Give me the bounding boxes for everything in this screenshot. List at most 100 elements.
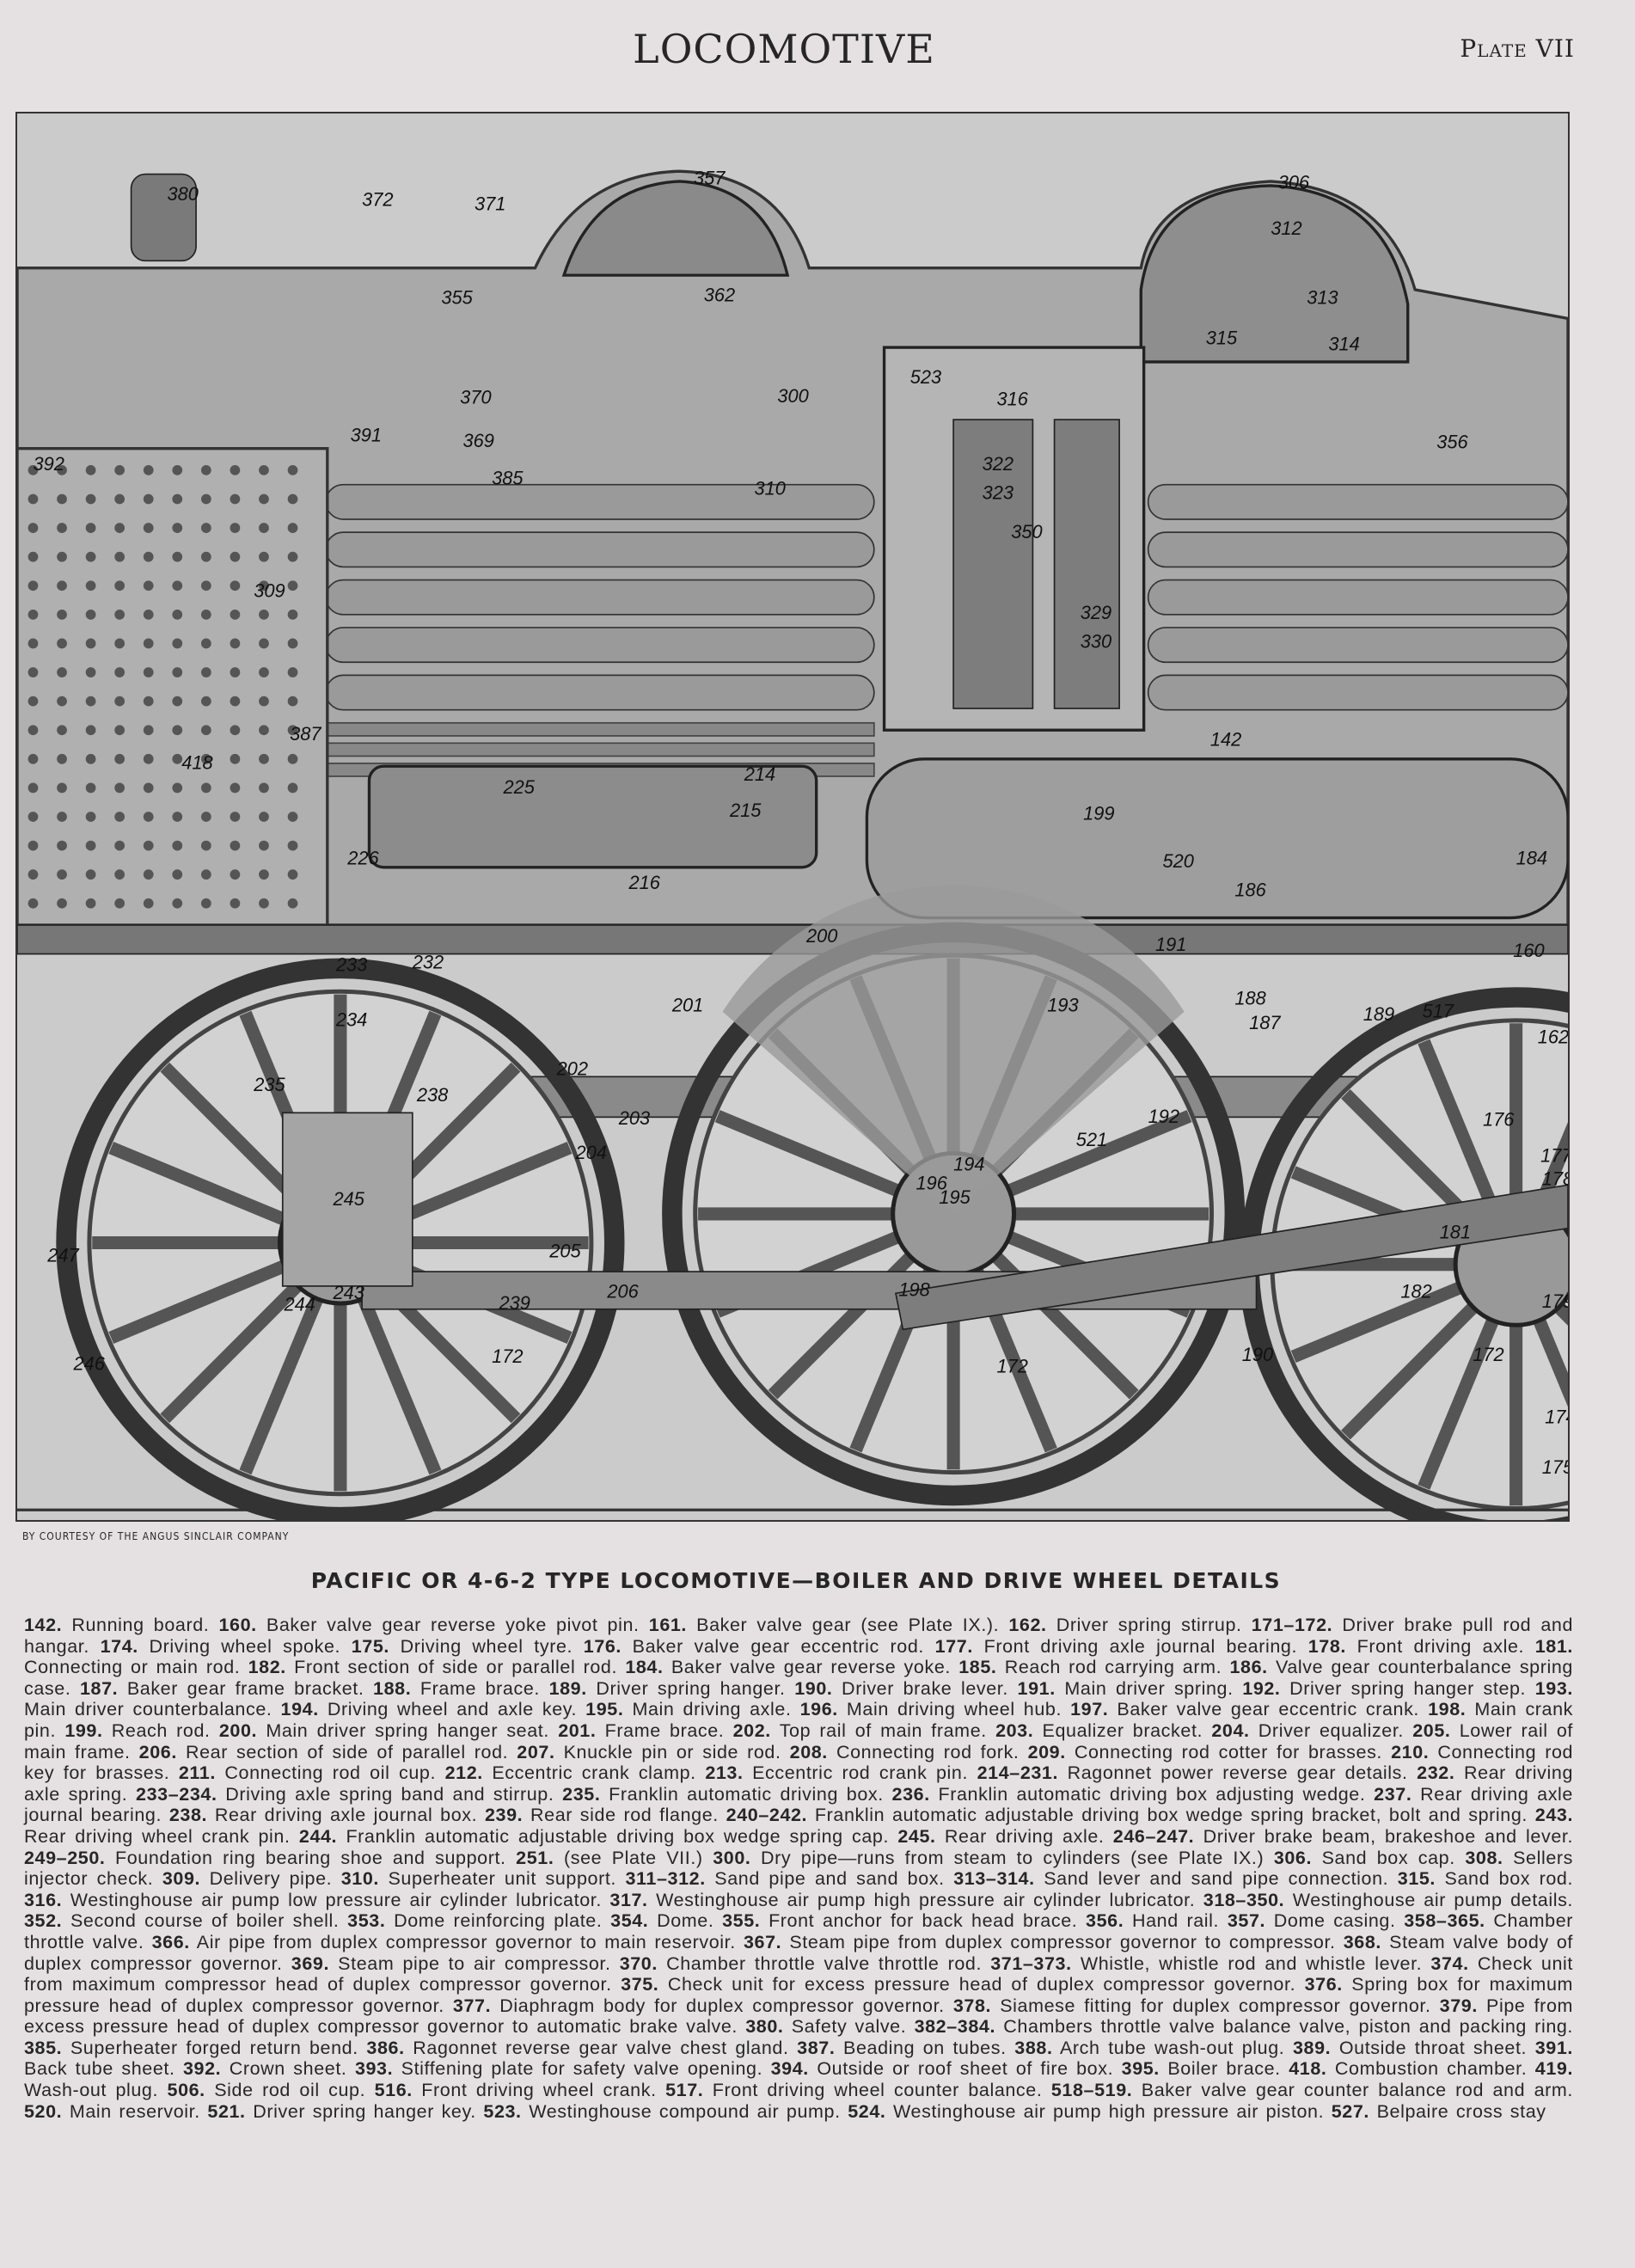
legend-number: 352. <box>24 1910 63 1932</box>
rivet <box>172 812 183 822</box>
part-callout: 369 <box>463 430 494 451</box>
driving-wheel-spoke <box>1341 1300 1480 1440</box>
legend-entry: 142. Running board. <box>24 1615 209 1635</box>
legend-entry: 197. Baker valve gear eccentric crank. <box>1070 1699 1419 1719</box>
legend-text: Superheater unit support. <box>378 1868 616 1890</box>
rivet <box>230 696 241 707</box>
rivet <box>287 696 298 707</box>
part-callout: 198 <box>898 1279 929 1301</box>
legend-text: Siamese fitting for duplex compressor go… <box>991 1995 1431 2016</box>
legend-number: 353. <box>347 1910 386 1932</box>
rivet <box>28 840 39 851</box>
legend-text: Connecting rod cotter for brasses. <box>1065 1741 1383 1762</box>
legend-number: 210. <box>1391 1741 1430 1762</box>
rivet <box>57 869 67 880</box>
part-callout: 199 <box>1083 802 1114 824</box>
part-callout: 195 <box>939 1186 971 1208</box>
legend-number: 521. <box>207 2100 246 2122</box>
legend-text: Baker valve gear counter balance rod and… <box>1132 2080 1573 2101</box>
legend-entry: 385. Superheater forged return bend. <box>24 2038 358 2058</box>
air-pump-cylinder <box>1053 419 1120 709</box>
legend-text: Side rod oil cup. <box>205 2080 366 2101</box>
rivet <box>230 523 241 533</box>
legend-number: 235. <box>562 1783 601 1805</box>
part-callout: 372 <box>362 188 393 210</box>
part-callout: 225 <box>503 776 536 798</box>
legend-number: 246–247. <box>1112 1825 1195 1847</box>
legend-entry: 233–234. Driving axle spring band and st… <box>136 1784 554 1805</box>
rivet <box>259 580 269 592</box>
rivet <box>200 465 211 475</box>
legend-entry: 369. Steam pipe to air compressor. <box>291 1953 611 1974</box>
caption-legend: 142. Running board. 160. Baker valve gea… <box>24 1615 1573 2122</box>
legend-text: Wash-out plug. <box>24 2080 159 2101</box>
legend-entry: 239. Rear side rod flange. <box>485 1805 719 1825</box>
rivet <box>143 667 154 677</box>
rivet <box>85 493 96 505</box>
legend-entry: 516. Front driving wheel crank. <box>375 2080 657 2100</box>
legend-text: Rear side rod flange. <box>523 1805 719 1826</box>
legend-text: Air pipe from duplex compressor governor… <box>189 1931 736 1952</box>
part-callout: 196 <box>915 1172 947 1193</box>
part-callout: 216 <box>628 872 661 893</box>
flue-tube <box>1147 483 1568 520</box>
rivet <box>114 465 126 475</box>
small-tube <box>325 721 875 737</box>
rivet <box>200 696 211 707</box>
legend-entry: 518–519. Baker valve gear counter balanc… <box>1051 2080 1573 2100</box>
legend-text: Chambers throttle valve balance valve, p… <box>995 2016 1574 2038</box>
rivet <box>200 551 211 562</box>
legend-entry: 523. Westinghouse compound air pump. <box>483 2101 840 2122</box>
part-callout: 520 <box>1162 850 1193 872</box>
legend-number: 212. <box>444 1762 483 1784</box>
legend-entry: 187. Baker gear frame bracket. <box>80 1678 364 1699</box>
legend-number: 377. <box>452 1995 492 2016</box>
legend-number: 214–231. <box>977 1762 1059 1784</box>
legend-number: 371–373. <box>990 1952 1072 1974</box>
part-callout: 174 <box>1545 1406 1568 1427</box>
part-callout: 191 <box>1155 934 1186 955</box>
legend-text: Sand lever and sand pipe connection. <box>1034 1868 1389 1890</box>
legend-number: 370. <box>619 1952 658 1974</box>
rivet <box>28 465 39 475</box>
legend-text: Valve gear counterbalance spring case. <box>24 1657 1573 1699</box>
legend-entry: 388. Arch tube wash-out plug. <box>1014 2038 1284 2058</box>
legend-number: 516. <box>374 2080 413 2101</box>
legend-text: Westinghouse compound air pump. <box>521 2100 841 2122</box>
legend-text: Top rail of main frame. <box>770 1719 987 1741</box>
legend-number: 207. <box>517 1741 555 1762</box>
legend-number: 394. <box>770 2058 809 2080</box>
legend-text: Driving axle spring band and stirrup. <box>217 1783 554 1805</box>
legend-text: Main driver spring. <box>1055 1677 1234 1699</box>
rivet <box>200 753 211 764</box>
legend-text: Front driving axle journal bearing. <box>972 1635 1298 1657</box>
part-callout: 350 <box>1011 521 1042 542</box>
legend-entry: 244. Franklin automatic adjustable drivi… <box>299 1826 889 1847</box>
rivet <box>143 609 154 620</box>
flue-tube <box>325 627 875 664</box>
driving-wheel-spoke <box>1341 1089 1480 1229</box>
rivet <box>114 840 126 851</box>
legend-entry: 375. Check unit for excess pressure head… <box>621 1974 1295 1995</box>
legend-entry: 382–384. Chambers throttle valve balance… <box>915 2016 1573 2037</box>
part-callout: 371 <box>475 193 505 215</box>
rivet <box>57 753 67 764</box>
legend-text: Baker valve gear reverse yoke pivot pin. <box>256 1615 640 1635</box>
legend-entry: 209. Connecting rod cotter for brasses. <box>1028 1742 1382 1762</box>
rivet <box>143 551 154 562</box>
legend-text: Foundation ring bearing shoe and support… <box>105 1847 506 1868</box>
rivet <box>259 609 269 620</box>
legend-number: 354. <box>610 1910 649 1932</box>
legend-entry: 195. Main driving axle. <box>585 1699 791 1719</box>
legend-text: Frame brace. <box>411 1677 540 1699</box>
legend-text: Dome reinforcing plate. <box>385 1910 603 1932</box>
rivet <box>230 638 241 649</box>
part-callout: 189 <box>1363 1003 1394 1025</box>
rivet <box>259 696 269 707</box>
rivet <box>230 869 241 880</box>
rivet <box>28 782 39 794</box>
legend-number: 313–314. <box>953 1868 1035 1890</box>
legend-text: Baker valve gear eccentric rod. <box>622 1635 924 1657</box>
legend-text: Sand pipe and sand box. <box>705 1868 945 1890</box>
legend-entry: 162. Driver spring stirrup. <box>1008 1615 1241 1635</box>
